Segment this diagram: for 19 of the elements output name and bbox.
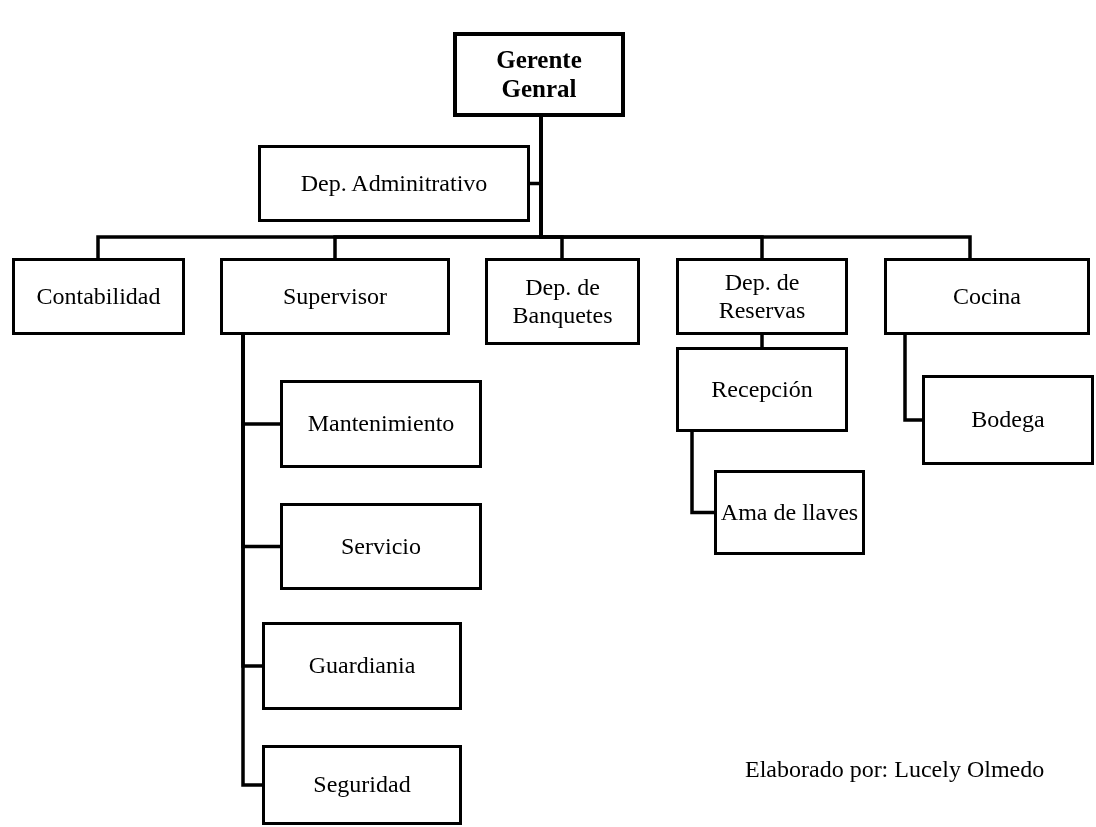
org-box: Supervisor xyxy=(220,258,450,335)
org-box: Mantenimiento xyxy=(280,380,482,468)
connector-line xyxy=(690,432,714,515)
org-box: Bodega xyxy=(922,375,1094,465)
org-box: Servicio xyxy=(280,503,482,590)
org-box: Seguridad xyxy=(262,745,462,825)
org-box: Dep. Adminitrativo xyxy=(258,145,530,222)
connector-line xyxy=(241,335,262,787)
connector-line xyxy=(760,335,764,347)
org-box: Cocina xyxy=(884,258,1090,335)
org-box: Ama de llaves xyxy=(714,470,865,555)
org-box: Recepción xyxy=(676,347,848,432)
connector-line xyxy=(903,335,922,422)
org-box: Gerente Genral xyxy=(453,32,625,117)
org-box: Guardiania xyxy=(262,622,462,710)
org-box: Contabilidad xyxy=(12,258,185,335)
author-note: Elaborado por: Lucely Olmedo xyxy=(745,756,1045,783)
org-box: Dep. de Banquetes xyxy=(485,258,640,345)
org-box: Dep. de Reservas xyxy=(676,258,848,335)
